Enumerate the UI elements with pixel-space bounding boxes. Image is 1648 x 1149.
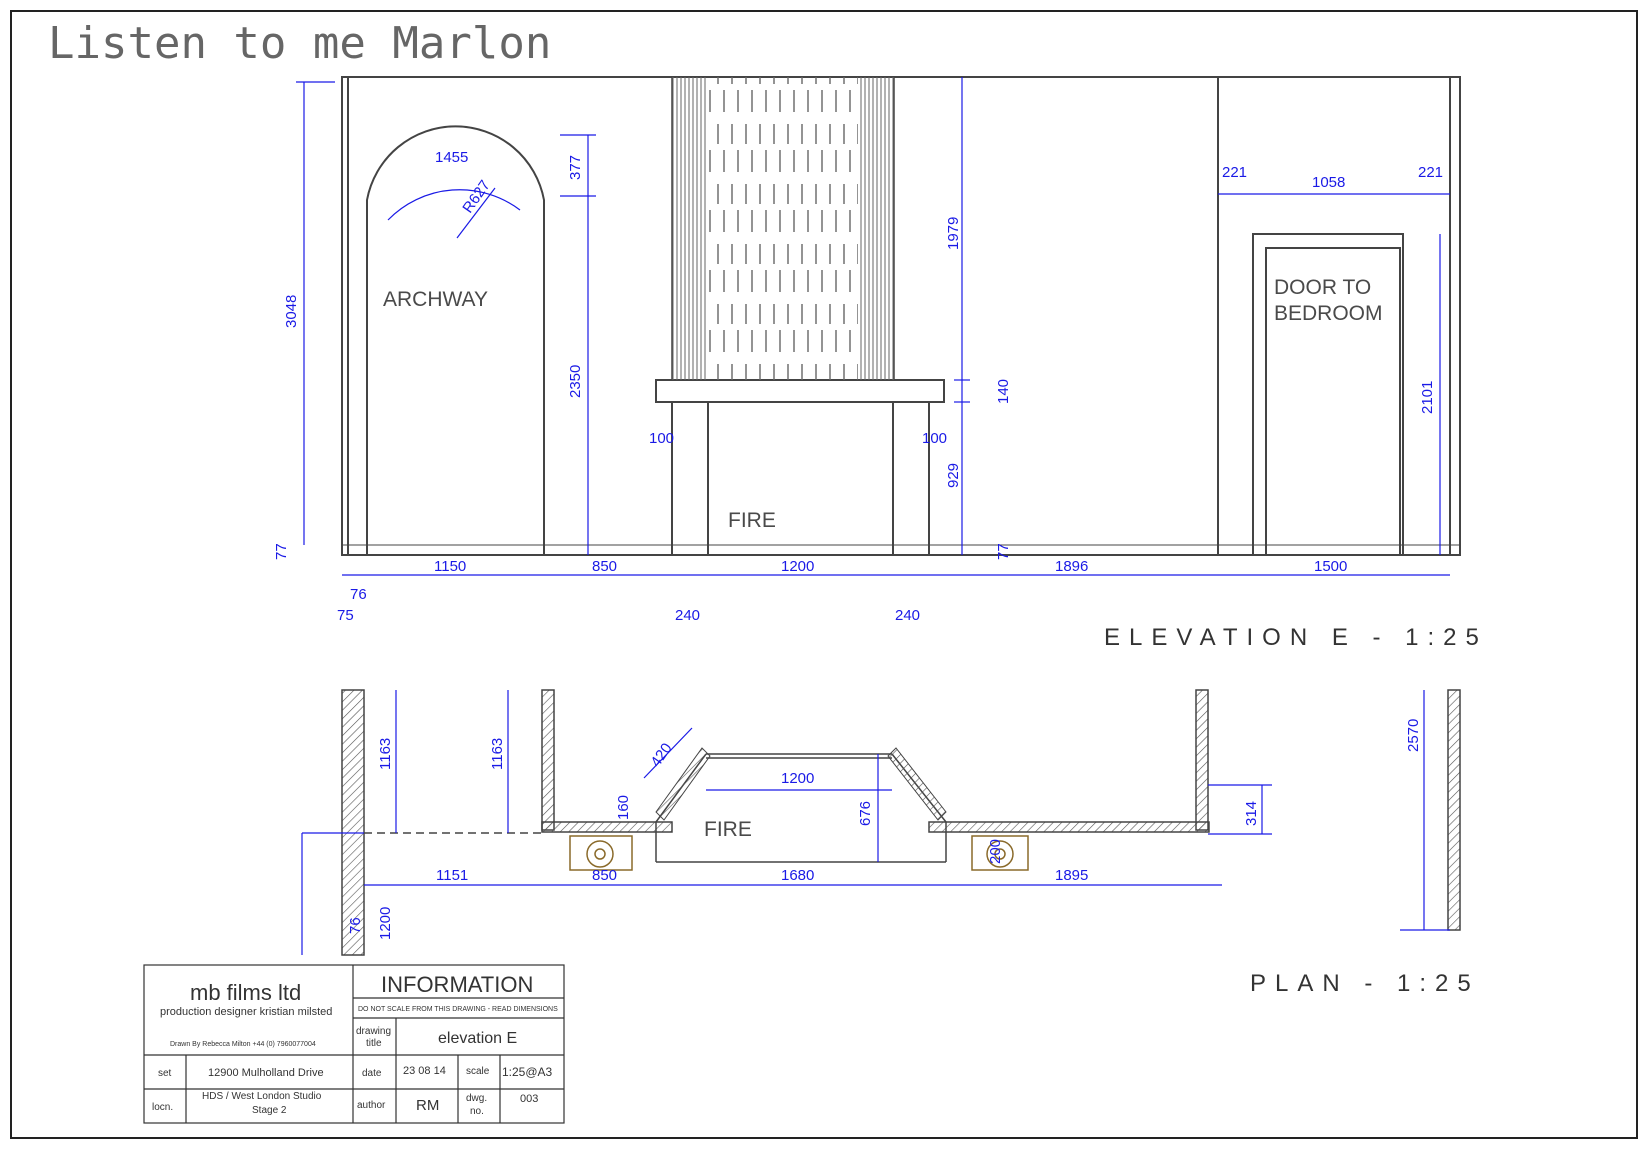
plan-dim-angle-420: 420 — [647, 740, 675, 770]
tb-drawing-title-label-1: drawing — [356, 1026, 391, 1037]
elevation-dimension-lines — [296, 77, 1450, 576]
tb-scale-value: 1:25@A3 — [502, 1065, 553, 1079]
plan-dim-mid-1163: 1163 — [489, 738, 506, 770]
sheet-border — [10, 10, 1638, 1139]
tb-date-value: 23 08 14 — [403, 1065, 446, 1077]
dim-w-240-left: 240 — [675, 607, 700, 624]
plan-dim-w-850: 850 — [592, 867, 617, 884]
tb-scale-label: scale — [466, 1066, 490, 1077]
plan-caption: PLAN - 1:25 — [1250, 970, 1480, 997]
chimney-fluted-left — [672, 77, 706, 380]
dim-fire-height: 929 — [945, 463, 962, 488]
tb-designer: production designer kristian milsted — [160, 1006, 332, 1018]
tb-dwg-value: 003 — [520, 1093, 538, 1105]
plan-dim-v-76: 76 — [347, 917, 364, 934]
tb-author-label: author — [357, 1100, 386, 1111]
plan-dim-depth-676: 676 — [857, 801, 874, 826]
fire-label: FIRE — [728, 509, 776, 532]
tb-drawing-title-label-2: title — [366, 1038, 382, 1049]
door-label-line2: BEDROOM — [1274, 302, 1383, 325]
dim-door-width: 1058 — [1312, 174, 1345, 191]
dim-jamb-left: 100 — [649, 430, 674, 447]
chimney-reeded-panel — [706, 77, 858, 380]
plan-dim-w-1680: 1680 — [781, 867, 814, 884]
dim-total-height: 3048 — [283, 295, 300, 328]
tb-company: mb films ltd — [190, 980, 301, 1005]
plan-dim-w-1895: 1895 — [1055, 867, 1088, 884]
archway-label: ARCHWAY — [383, 288, 488, 311]
elevation-caption: ELEVATION E - 1:25 — [1104, 624, 1488, 651]
dim-w-1896: 1896 — [1055, 558, 1088, 575]
plan-dim-v-2570: 2570 — [1405, 719, 1422, 752]
dim-w-1150: 1150 — [434, 558, 466, 575]
chimney-fluted-right — [858, 77, 894, 380]
plan-fire-label: FIRE — [704, 818, 752, 841]
elevation-linework — [341, 76, 1461, 556]
plan-dimension-lines — [301, 690, 1450, 955]
dim-chimney-height: 1979 — [945, 217, 962, 250]
dim-mantel: 140 — [995, 379, 1012, 404]
dim-arch-length: 1455 — [435, 149, 468, 166]
plan-dim-hearth-1200: 1200 — [781, 770, 814, 787]
tb-locn-value-2: Stage 2 — [252, 1105, 287, 1116]
dim-skirt-right: 77 — [995, 543, 1012, 560]
dim-jamb-right: 100 — [922, 430, 947, 447]
tb-set-value: 12900 Mulholland Drive — [208, 1067, 324, 1079]
tb-date-label: date — [362, 1068, 382, 1079]
title-block: mb films ltd production designer kristia… — [143, 964, 565, 1124]
elevation-dimension-texts: 3048 77 377 2350 1455 R627 1979 140 929 … — [273, 149, 1443, 624]
plan-dim-d-314: 314 — [1243, 801, 1260, 826]
plan-linework — [341, 689, 1461, 956]
plan-dim-w-1151: 1151 — [436, 867, 468, 884]
tb-dwg-label-2: no. — [470, 1106, 484, 1117]
dim-door-side-right: 221 — [1418, 164, 1443, 181]
dim-w-1500: 1500 — [1314, 558, 1347, 575]
dim-arch-to-top: 377 — [567, 155, 584, 180]
tb-set-label: set — [158, 1068, 172, 1079]
door-label-line1: DOOR TO — [1274, 276, 1371, 299]
dim-arch-height: 2350 — [567, 365, 584, 398]
dim-door-side-left: 221 — [1222, 164, 1247, 181]
dim-w-75: 75 — [337, 607, 354, 624]
tb-drawn-by: Drawn By Rebecca Milton +44 (0) 79600770… — [170, 1041, 316, 1048]
fire-cheek-left — [655, 747, 711, 821]
tb-dwg-label-1: dwg. — [466, 1093, 487, 1104]
fire-cheek-right — [887, 747, 947, 821]
dim-door-height: 2101 — [1419, 381, 1436, 414]
plan-dim-v-1200: 1200 — [377, 907, 394, 940]
tb-drawing-title: elevation E — [438, 1030, 517, 1047]
tb-info-heading: INFORMATION — [381, 972, 533, 997]
dim-w-240-right: 240 — [895, 607, 920, 624]
dim-w-1200: 1200 — [781, 558, 814, 575]
tb-locn-label: locn. — [152, 1102, 173, 1113]
drawing-handwritten-title: Listen to me Marlon — [48, 18, 551, 69]
tb-warning: DO NOT SCALE FROM THIS DRAWING - READ DI… — [358, 1006, 558, 1013]
dim-w-76: 76 — [350, 586, 367, 603]
tb-author-value: RM — [416, 1097, 439, 1114]
dim-w-850: 850 — [592, 558, 617, 575]
plan-dim-h-160: 160 — [615, 795, 632, 820]
tb-locn-value-1: HDS / West London Studio — [202, 1091, 322, 1102]
plan-dim-w-200: 200 — [987, 839, 1004, 864]
plan-dim-left-1163: 1163 — [377, 738, 394, 770]
dim-skirting: 77 — [273, 543, 290, 560]
